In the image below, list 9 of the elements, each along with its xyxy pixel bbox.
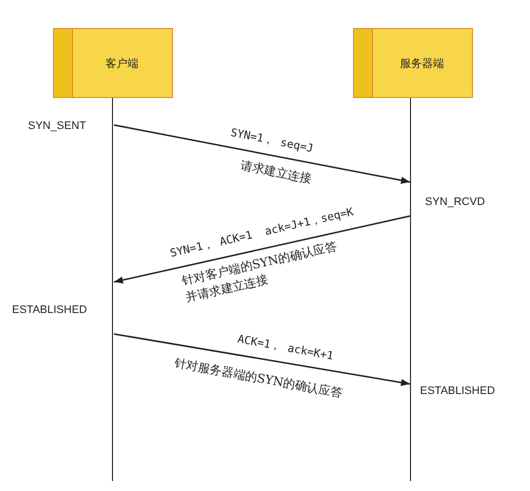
state-label: ESTABLISHED — [420, 385, 495, 397]
message-label: SYN=1， seq=J — [229, 124, 315, 156]
state-label: ESTABLISHED — [12, 304, 87, 316]
participant-name: 服务器端 — [400, 56, 444, 70]
state-label: SYN_RCVD — [425, 196, 485, 208]
state-label: SYN_SENT — [28, 120, 86, 132]
message-note: 请求建立连接 — [239, 156, 313, 188]
message-label: ACK=1， ack=K+1 — [236, 330, 334, 364]
participant-name: 客户端 — [106, 56, 138, 70]
